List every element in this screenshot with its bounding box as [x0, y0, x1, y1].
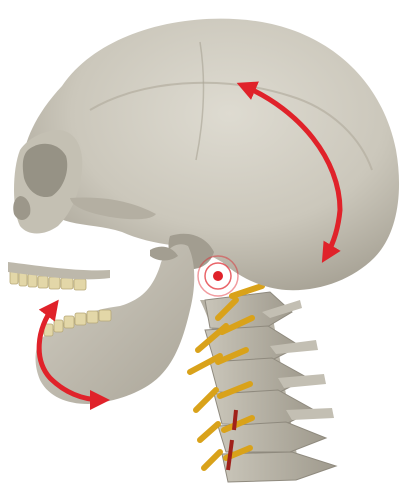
anatomy-figure: [0, 0, 404, 493]
